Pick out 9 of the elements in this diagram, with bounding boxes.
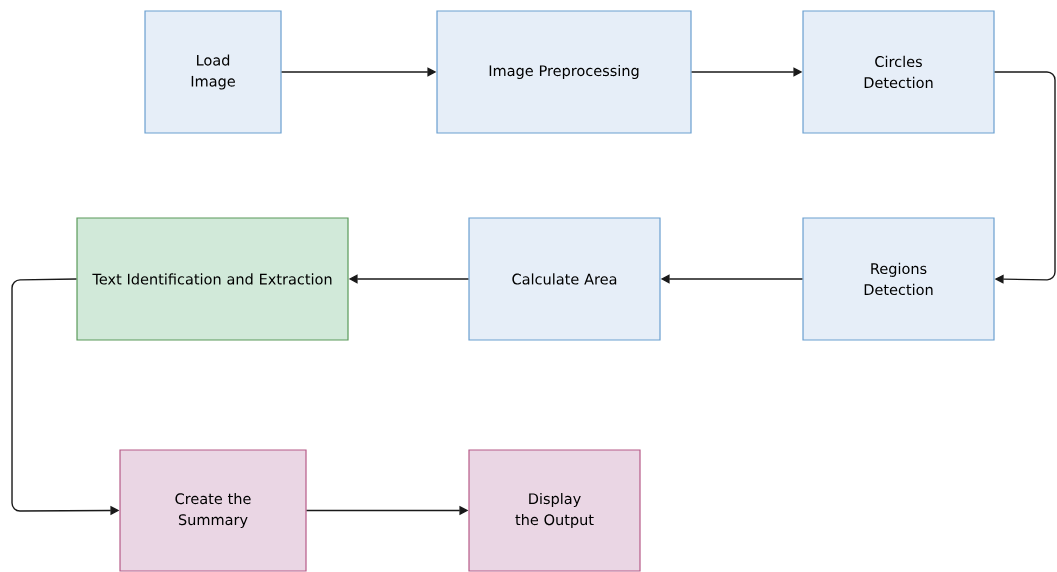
process-box: Load Image	[144, 10, 282, 134]
process-box: Image Preprocessing	[436, 10, 692, 134]
process-box: Text Identification and Extraction	[76, 217, 349, 341]
process-box: Display the Output	[468, 449, 641, 572]
process-box: Regions Detection	[802, 217, 995, 341]
process-box: Create the Summary	[119, 449, 307, 572]
process-box: Circles Detection	[802, 10, 995, 134]
arrow	[993, 71, 1056, 284]
process-box: Calculate Area	[468, 217, 661, 341]
